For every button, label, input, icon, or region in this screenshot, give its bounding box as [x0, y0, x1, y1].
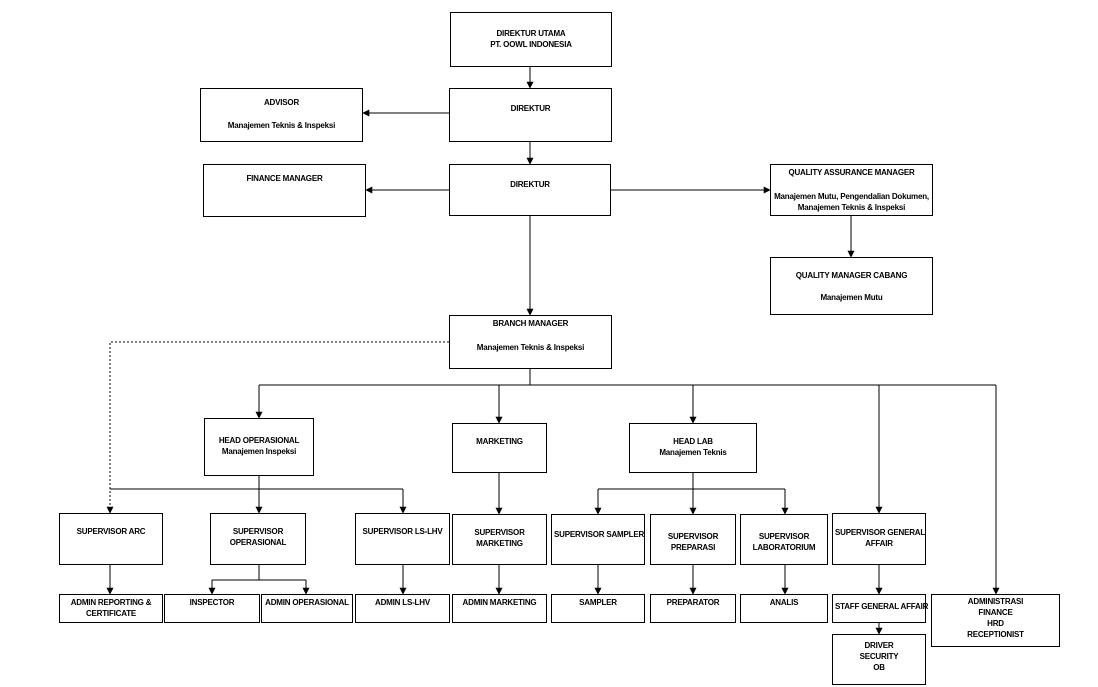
finance-manager-title: FINANCE MANAGER: [246, 174, 323, 183]
supervisor-laboratorium-line-1: SUPERVISOR: [758, 532, 810, 541]
admin-operasional-title: ADMIN OPERASIONAL: [265, 598, 349, 607]
direktur-box-1: DIREKTUR: [449, 88, 612, 142]
supervisor-sampler-box: SUPERVISOR SAMPLER: [551, 514, 645, 565]
qa-manager-box: QUALITY ASSURANCE MANAGER Manajemen Mutu…: [770, 164, 933, 216]
supervisor-marketing-box: SUPERVISOR MARKETING: [452, 514, 547, 565]
qmc-sub: Manajemen Mutu: [820, 293, 883, 302]
driver-line-1: DRIVER: [864, 641, 894, 650]
supervisor-laboratorium-box: SUPERVISOR LABORATORIUM: [740, 514, 828, 565]
branch-manager-sub: Manajemen Teknis & Inspeksi: [476, 343, 585, 352]
driver-line-2: SECURITY: [859, 652, 899, 661]
supervisor-marketing-line-1: SUPERVISOR: [474, 528, 525, 537]
administrasi-line-1: ADMINISTRASI: [967, 597, 1024, 606]
administrasi-line-2: FINANCE: [978, 608, 1013, 617]
administrasi-line-4: RECEPTIONIST: [967, 630, 1024, 639]
supervisor-general-affair-line-2: AFFAIR: [865, 539, 893, 548]
supervisor-arc-box: SUPERVISOR ARC: [59, 513, 163, 565]
staff-general-affair-title: STAFF GENERAL AFFAIR: [835, 602, 929, 611]
supervisor-operasional-line-2: OPERASIONAL: [229, 538, 287, 547]
admin-ls-lhv-title: ADMIN LS-LHV: [375, 598, 430, 607]
head-lab-box: HEAD LAB Manajemen Teknis: [629, 423, 757, 473]
administrasi-box: ADMINISTRASI FINANCE HRD RECEPTIONIST: [931, 594, 1060, 647]
staff-general-affair-box: STAFF GENERAL AFFAIR: [832, 594, 929, 623]
quality-manager-cabang-box: QUALITY MANAGER CABANG Manajemen Mutu: [770, 257, 933, 315]
direktur-1-title: DIREKTUR: [510, 104, 551, 113]
direktur-2-title: DIREKTUR: [510, 180, 550, 189]
supervisor-general-affair-line-1: SUPERVISOR GENERAL: [835, 528, 926, 537]
head-lab-title: HEAD LAB: [673, 437, 713, 446]
inspector-title: INSPECTOR: [189, 598, 235, 607]
supervisor-operasional-line-1: SUPERVISOR: [232, 527, 284, 536]
admin-ls-lhv-box: ADMIN LS-LHV: [355, 594, 450, 623]
qa-manager-title: QUALITY ASSURANCE MANAGER: [788, 168, 915, 177]
direktur-box-2: DIREKTUR: [449, 164, 611, 216]
finance-manager-box: FINANCE MANAGER: [203, 164, 366, 217]
head-operasional-box: HEAD OPERASIONAL Manajemen Inspeksi: [204, 418, 314, 476]
advisor-title: ADVISOR: [263, 98, 300, 107]
head-lab-sub: Manajemen Teknis: [659, 448, 727, 457]
driver-line-3: OB: [873, 663, 885, 672]
inspector-box: INSPECTOR: [164, 594, 260, 623]
company-name: PT. OOWL INDONESIA: [490, 40, 572, 49]
supervisor-arc-title: SUPERVISOR ARC: [76, 527, 146, 536]
driver-box: DRIVER SECURITY OB: [832, 634, 926, 685]
admin-marketing-box: ADMIN MARKETING: [452, 594, 547, 623]
analis-title: ANALIS: [769, 598, 799, 607]
head-operasional-sub: Manajemen Inspeksi: [221, 447, 297, 456]
admin-reporting-line-1: ADMIN REPORTING &: [70, 598, 152, 607]
branch-manager-box: BRANCH MANAGER Manajemen Teknis & Inspek…: [449, 315, 612, 369]
marketing-title: MARKETING: [476, 437, 523, 446]
advisor-sub: Manajemen Teknis & Inspeksi: [227, 121, 336, 130]
sampler-box: SAMPLER: [551, 594, 645, 623]
admin-reporting-box: ADMIN REPORTING & CERTIFICATE: [59, 594, 163, 623]
preparator-title: PREPARATOR: [666, 598, 720, 607]
admin-reporting-line-2: CERTIFICATE: [85, 609, 137, 618]
sampler-title: SAMPLER: [579, 598, 617, 607]
supervisor-laboratorium-line-2: LABORATORIUM: [752, 543, 816, 552]
qmc-title: QUALITY MANAGER CABANG: [795, 271, 908, 280]
supervisor-preparasi-line-2: PREPARASI: [670, 543, 716, 552]
advisor-box: ADVISOR Manajemen Teknis & Inspeksi: [200, 88, 363, 142]
supervisor-sampler-title: SUPERVISOR SAMPLER: [554, 530, 645, 539]
analis-box: ANALIS: [740, 594, 828, 623]
admin-operasional-box: ADMIN OPERASIONAL: [261, 594, 353, 623]
supervisor-preparasi-line-1: SUPERVISOR: [667, 532, 719, 541]
supervisor-marketing-line-2: MARKETING: [476, 539, 523, 548]
supervisor-general-affair-box: SUPERVISOR GENERAL AFFAIR: [832, 513, 926, 565]
direktur-utama-box: DIREKTUR UTAMA PT. OOWL INDONESIA: [450, 12, 612, 67]
branch-manager-title: BRANCH MANAGER: [492, 319, 569, 328]
qa-manager-sub-1: Manajemen Mutu, Pengendalian Dokumen,: [774, 192, 929, 201]
supervisor-preparasi-box: SUPERVISOR PREPARASI: [650, 514, 736, 565]
marketing-box: MARKETING: [452, 423, 547, 473]
administrasi-line-3: HRD: [987, 619, 1004, 628]
supervisor-ls-lhv-title: SUPERVISOR LS-LHV: [362, 527, 443, 536]
supervisor-ls-lhv-box: SUPERVISOR LS-LHV: [355, 513, 450, 565]
head-operasional-title: HEAD OPERASIONAL: [218, 436, 300, 445]
direktur-utama-title: DIREKTUR UTAMA: [496, 29, 566, 38]
supervisor-operasional-box: SUPERVISOR OPERASIONAL: [210, 513, 306, 565]
preparator-box: PREPARATOR: [650, 594, 736, 623]
admin-marketing-title: ADMIN MARKETING: [462, 598, 537, 607]
qa-manager-sub-2: Manajemen Teknis & Inspeksi: [797, 203, 906, 212]
